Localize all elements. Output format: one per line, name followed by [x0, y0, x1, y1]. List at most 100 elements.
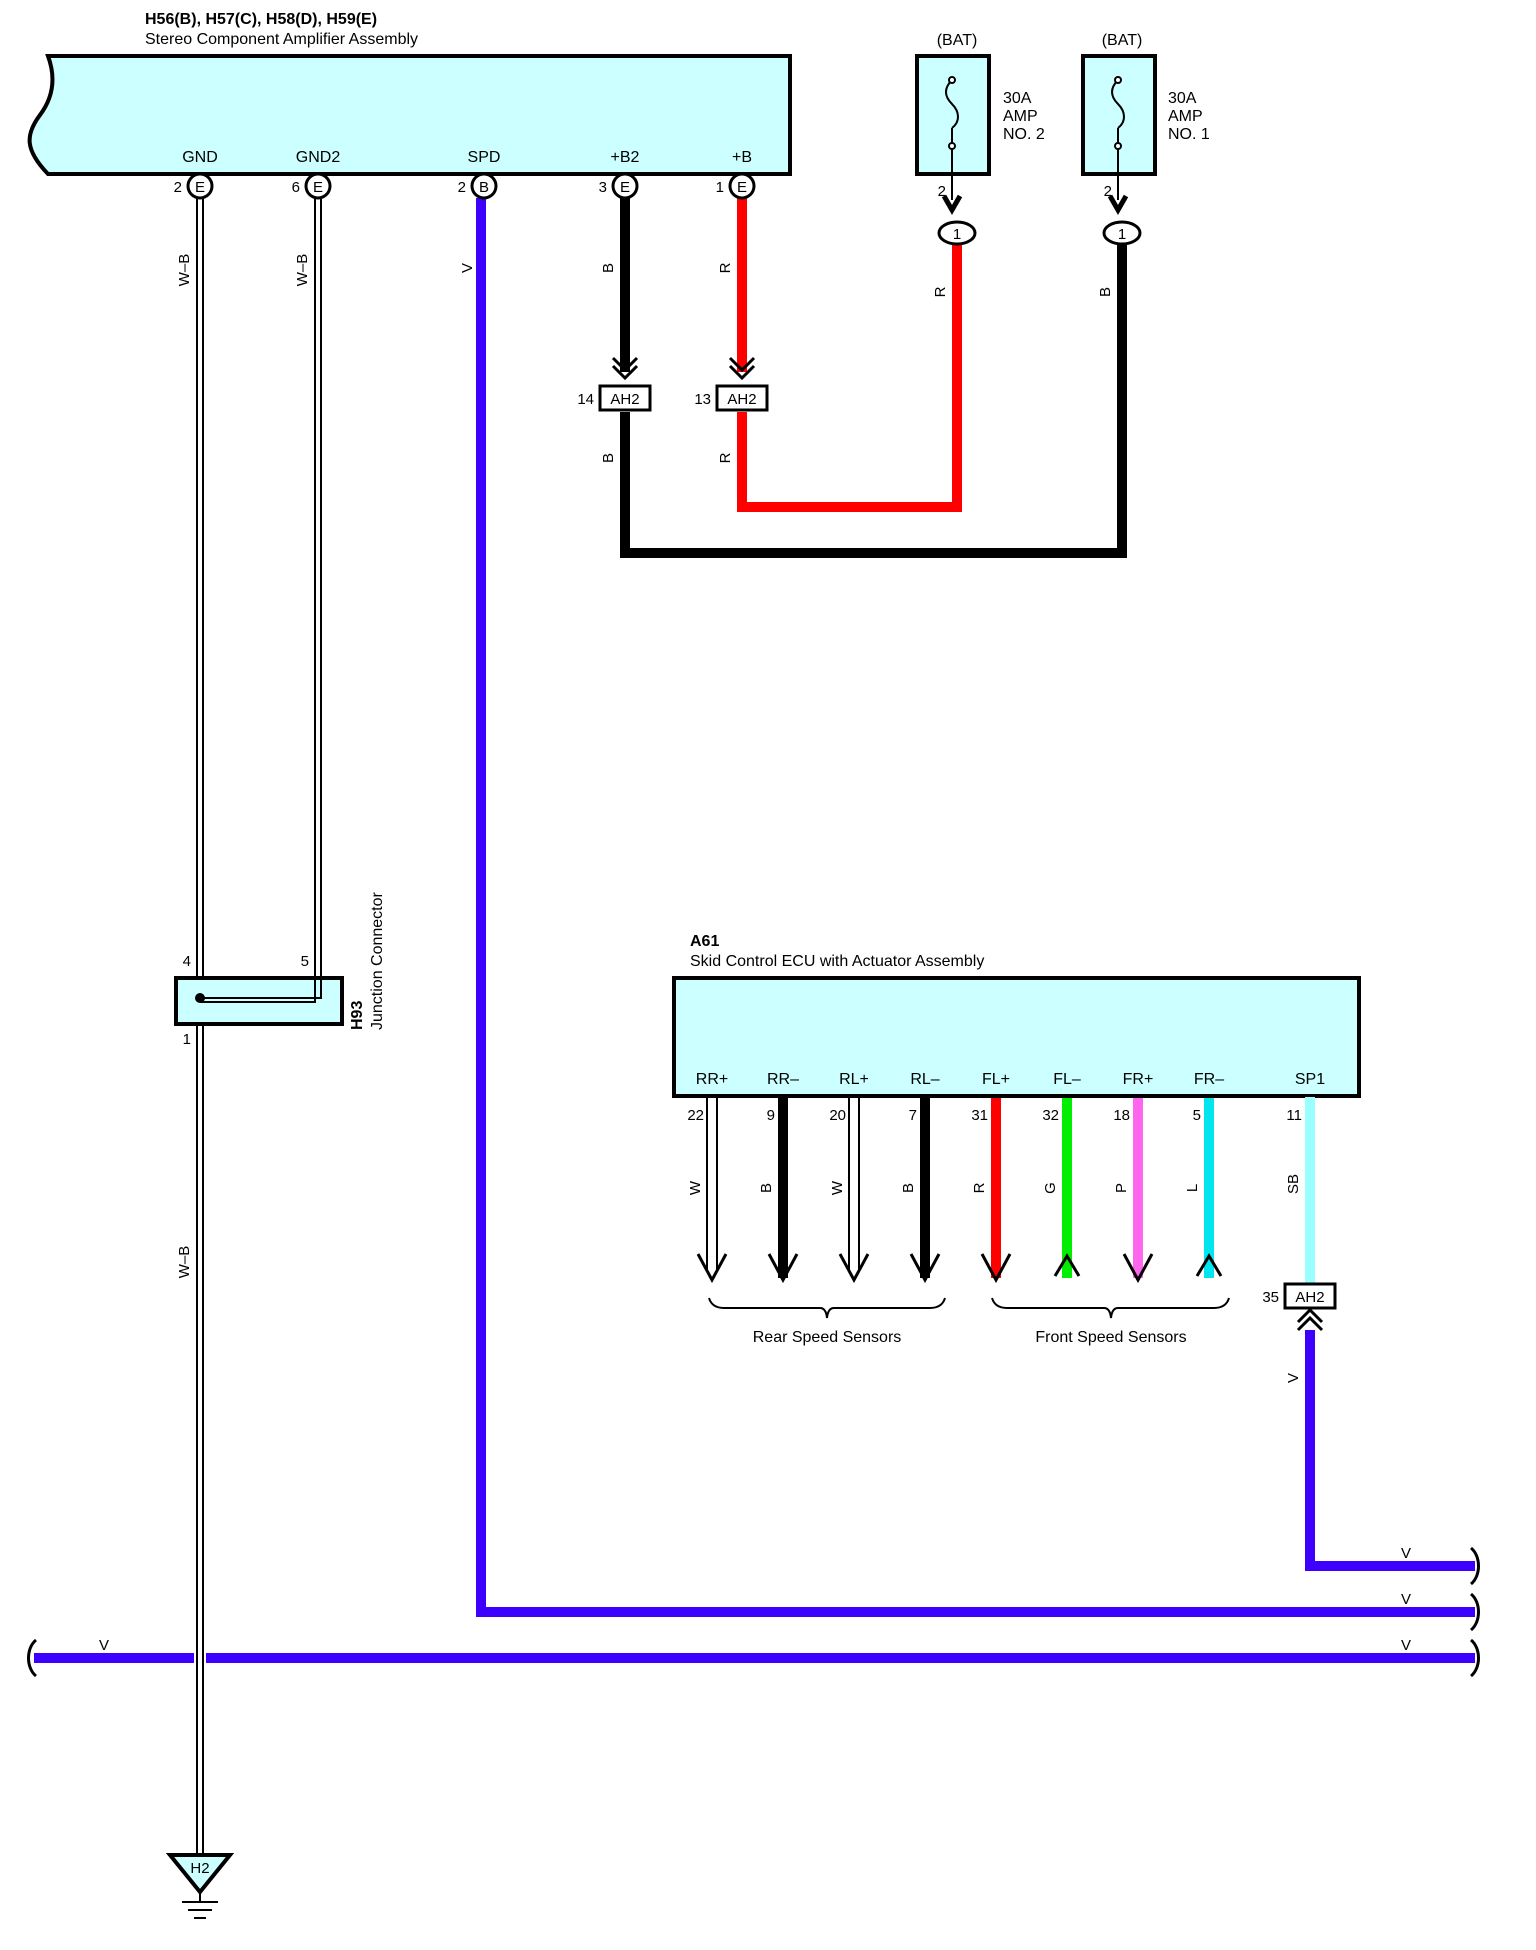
- svg-text:AH2: AH2: [727, 391, 756, 408]
- wire-label-gnd: W–B: [176, 254, 193, 287]
- ecu-wire-label-fr-minus: L: [1184, 1184, 1201, 1192]
- ecu-pin-num-sp1: 11: [1286, 1107, 1302, 1124]
- ecu-pin-name-rl-minus: RL–: [910, 1071, 939, 1088]
- bus-label-1: V: [1401, 1545, 1411, 1562]
- fuse-amp-no1-pin: 2: [1104, 183, 1112, 200]
- svg-text:AH2: AH2: [610, 391, 639, 408]
- pin-connector-gnd: E 2: [174, 172, 214, 200]
- ecu-pin-num-rr-minus: 9: [767, 1107, 775, 1124]
- fuse-amp-no2-conn: 1: [953, 226, 961, 243]
- ecu-arrow-rl-plus: [838, 1253, 870, 1284]
- front-sensor-brace: [991, 1297, 1230, 1319]
- svg-text:E: E: [195, 179, 205, 196]
- ecu-box: [672, 976, 1361, 1098]
- ecu-arrow-fl-plus: [980, 1253, 1012, 1284]
- ecu-pin-name-fr-plus: FR+: [1123, 1071, 1154, 1088]
- ecu-wire-label-rr-plus: W: [687, 1180, 704, 1195]
- pin-connector-gnd2: E 6: [292, 172, 332, 200]
- pin-num-gnd2: 6: [292, 179, 300, 196]
- junction-id: H93: [349, 1001, 366, 1030]
- fuse-amp-no2-pin: 2: [938, 183, 946, 200]
- wire-gnd: [196, 198, 204, 1855]
- ground-label: H2: [190, 1860, 209, 1877]
- wire-label-sp1-v: V: [1285, 1373, 1302, 1383]
- wire-label-spd: V: [459, 263, 476, 273]
- svg-text:B: B: [479, 179, 489, 196]
- ecu-pin-name-rl-plus: RL+: [839, 1071, 869, 1088]
- pin-name-spd: SPD: [468, 149, 501, 166]
- fuse-amp-no1: (BAT) 30A AMP NO. 1 2 1: [1081, 32, 1210, 246]
- ah2-connector-35: AH2 35: [1262, 1282, 1337, 1332]
- pin-name-gnd2: GND2: [296, 149, 341, 166]
- arrow-b: [728, 356, 756, 381]
- fuse-amp-no2-rating: 30A: [1003, 90, 1032, 107]
- ecu-pin-name-rr-minus: RR–: [767, 1071, 799, 1088]
- pin-connector-b2: E 3: [599, 172, 639, 200]
- pin-num-gnd: 2: [174, 179, 182, 196]
- junction-pin-5: 5: [301, 953, 309, 970]
- ecu-wire-label-sp1: SB: [1285, 1174, 1302, 1194]
- ecu-pin-name-fl-plus: FL+: [982, 1071, 1010, 1088]
- ecu-pin-num-rr-plus: 22: [687, 1107, 704, 1124]
- ecu-pin-num-rl-plus: 20: [829, 1107, 846, 1124]
- svg-text:AH2: AH2: [1295, 1289, 1324, 1306]
- bus-label-left: V: [99, 1637, 109, 1654]
- ah2-pin-14: 14: [577, 391, 594, 408]
- ecu-pin-num-rl-minus: 7: [909, 1107, 917, 1124]
- fuse-amp-no2-line2: NO. 2: [1003, 126, 1045, 143]
- pin-connector-spd: B 2: [458, 172, 498, 200]
- ecu-id: A61: [690, 933, 719, 950]
- ecu-pin-num-fr-minus: 5: [1193, 1107, 1201, 1124]
- fuse-amp-no1-rating: 30A: [1168, 90, 1197, 107]
- wire-label-b2-lower: B: [600, 453, 617, 463]
- pin-name-b: +B: [732, 149, 752, 166]
- wire-gnd-crossing: [194, 1646, 206, 1670]
- fuse-amp-no1-line1: AMP: [1168, 108, 1203, 125]
- ecu-wire-label-fr-plus: P: [1113, 1183, 1130, 1193]
- wire-label-fuse1: B: [1097, 287, 1114, 297]
- wire-label-ground-lower: W–B: [176, 1246, 193, 1279]
- ecu-arrow-rr-plus: [696, 1253, 728, 1284]
- ecu-arrow-rr-minus: [767, 1253, 799, 1284]
- ecu-wire-label-rl-minus: B: [900, 1183, 917, 1193]
- fuse-amp-no1-conn: 1: [1118, 226, 1126, 243]
- junction-connector: 4 5 1 H93 Junction Connector: [174, 891, 386, 1048]
- pin-num-b: 1: [716, 179, 724, 196]
- fuse-amp-no2-source: (BAT): [937, 32, 978, 49]
- pin-num-b2: 3: [599, 179, 607, 196]
- wire-label-gnd2: W–B: [294, 254, 311, 287]
- pin-num-spd: 2: [458, 179, 466, 196]
- bus-label-3: V: [1401, 1637, 1411, 1654]
- ecu-pin-name-sp1: SP1: [1295, 1071, 1325, 1088]
- pin-connector-b: E 1: [716, 172, 756, 200]
- wire-label-b: R: [717, 262, 734, 273]
- ecu-pin-num-fr-plus: 18: [1113, 1107, 1130, 1124]
- ecu-pin-name-rr-plus: RR+: [696, 1071, 728, 1088]
- ecu-pins: RR+22WRR–9BRL+20WRL–7BFL+31RFL–32GFR+18P…: [687, 1071, 1325, 1284]
- wire-label-b2: B: [600, 263, 617, 273]
- pin-name-b2: +B2: [611, 149, 640, 166]
- amplifier-title: H56(B), H57(C), H58(D), H59(E): [145, 11, 377, 28]
- ecu-pin-name-fr-minus: FR–: [1194, 1071, 1224, 1088]
- wire-label-b-lower: R: [717, 452, 734, 463]
- ah2-connector-14: AH2 14: [577, 384, 652, 412]
- bus-label-2: V: [1401, 1591, 1411, 1608]
- wire-b2-lower: [620, 245, 1127, 558]
- junction-pin-4: 4: [183, 953, 191, 970]
- fuse-amp-no2: (BAT) 30A AMP NO. 2 2 1: [915, 32, 1045, 246]
- wire-b-lower: [737, 245, 962, 512]
- break-left: [27, 1638, 38, 1678]
- ecu-wire-label-rr-minus: B: [758, 1183, 775, 1193]
- fuse-amp-no1-line2: NO. 1: [1168, 126, 1210, 143]
- fuse-amp-no1-source: (BAT): [1102, 32, 1143, 49]
- ecu-arrow-fr-minus: [1195, 1253, 1223, 1277]
- front-sensor-label: Front Speed Sensors: [1035, 1329, 1186, 1346]
- ecu-arrow-fl-minus: [1053, 1253, 1081, 1277]
- junction-pin-1: 1: [183, 1031, 191, 1048]
- ecu-wire-label-fl-minus: G: [1042, 1182, 1059, 1194]
- wire-gnd2: [314, 198, 322, 978]
- wire-sp1-v: [1305, 1330, 1475, 1571]
- rear-sensor-label: Rear Speed Sensors: [753, 1329, 902, 1346]
- svg-text:E: E: [737, 179, 747, 196]
